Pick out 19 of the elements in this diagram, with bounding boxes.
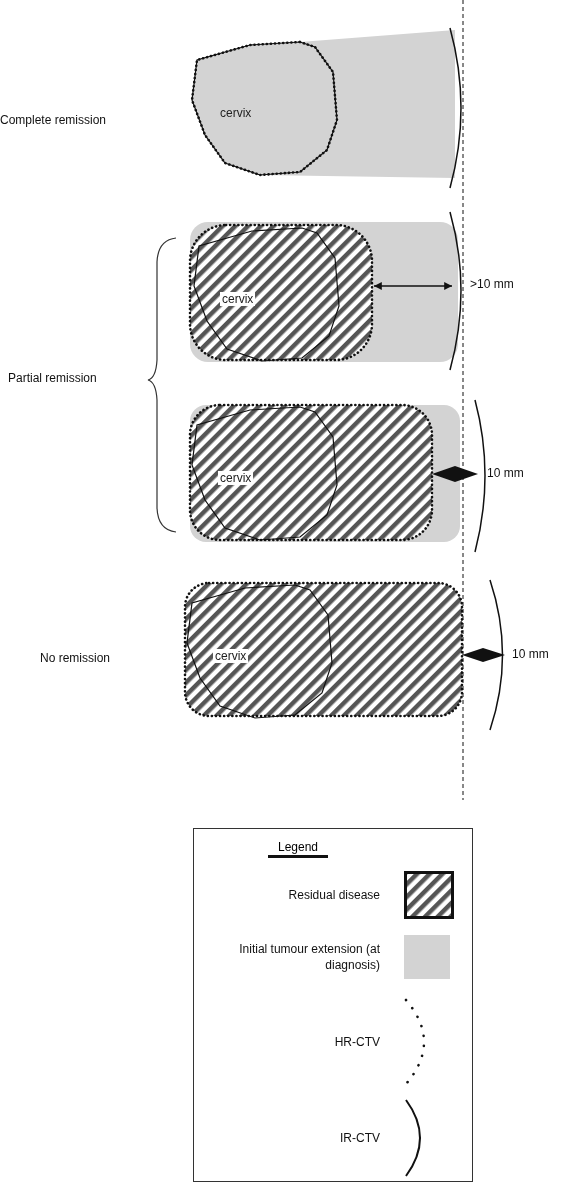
cervix-outline (185, 583, 335, 720)
row-label: Complete remission (0, 114, 107, 126)
legend-text: IR-CTV (339, 1130, 381, 1146)
legend-text: HR-CTV (333, 1034, 381, 1050)
organ-label: cervix (213, 649, 249, 663)
measurement-label: >10 mm (470, 278, 514, 290)
cervix-outline (190, 405, 340, 542)
organ-label: cervix (220, 292, 256, 306)
row-label: Partial remission (8, 372, 97, 384)
organ-label: cervix (218, 471, 254, 485)
measurement-label: 10 mm (512, 648, 549, 660)
row-label: No remission (40, 652, 111, 664)
legend-text: Initial tumour extension (at diagnosis) (238, 941, 381, 973)
legend-title: Legend (268, 839, 328, 858)
cervix-outline (190, 40, 340, 177)
organ-label: cervix (219, 106, 253, 120)
measurement-label: 10 mm (487, 467, 524, 479)
legend-text: Residual disease (287, 887, 381, 903)
cervix-outline (192, 226, 342, 363)
